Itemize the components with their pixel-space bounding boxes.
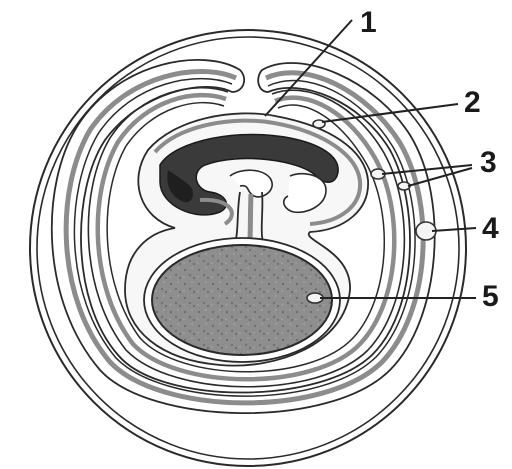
label-1: 1 [360, 6, 377, 39]
label-2: 2 [464, 86, 481, 119]
label-4: 4 [482, 212, 499, 245]
label-5: 5 [482, 280, 499, 313]
label-3: 3 [480, 146, 497, 179]
